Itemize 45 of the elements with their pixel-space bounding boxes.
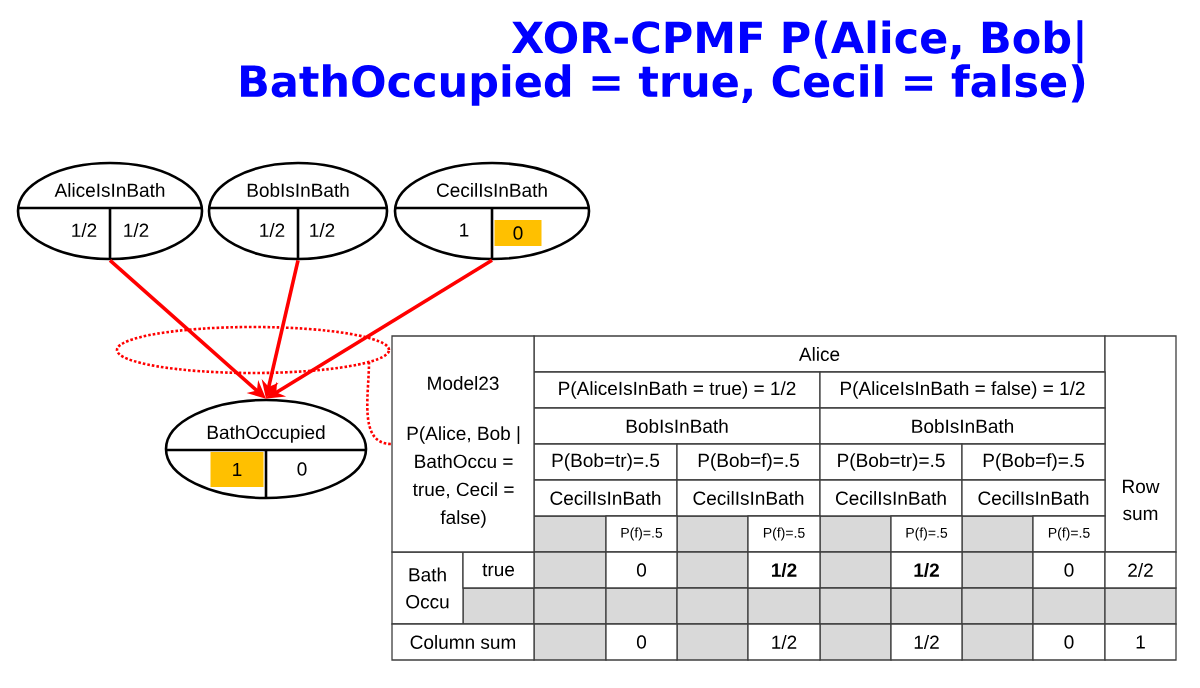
probability-value: 0	[494, 220, 542, 246]
table-cell: P(Bob=tr)=.5	[819, 443, 963, 481]
table-cell: BobIsInBath	[533, 407, 821, 445]
cell-heading: Model23	[428, 376, 499, 390]
table-cell: CecilIsInBath	[819, 479, 963, 517]
variable-name: AliceIsInBath	[54, 183, 165, 197]
probability-value: 1	[210, 452, 264, 487]
probability-value: 1	[460, 223, 469, 237]
table-cell: 1/2	[890, 623, 963, 661]
table-cell: P(f)=.5	[605, 515, 678, 553]
table-cell: P(f)=.5	[1032, 515, 1106, 553]
probability-value: 1/2	[260, 223, 285, 237]
table-cell: Column sum	[391, 623, 535, 661]
table-cell: P(Bob=f)=.5	[676, 443, 821, 481]
title: XOR-CPMF P(Alice, Bob| BathOccupied = true, Cecil = false)	[241, 20, 1085, 106]
probability-value: 1/2	[72, 223, 97, 237]
table-cell: P(f)=.5	[747, 515, 821, 553]
table-cell: CecilIsInBath	[676, 479, 821, 517]
table-cell: 1/2	[747, 623, 821, 661]
table-cell: true	[462, 551, 535, 589]
table-cell: Alice	[533, 335, 1106, 373]
probability-value: 1/2	[124, 223, 149, 237]
cell-text: P(Alice, Bob | BathOccu = true, Cecil = false)	[407, 426, 520, 528]
variable-name: CecilIsInBath	[437, 183, 547, 197]
table-cell: CecilIsInBath	[533, 479, 678, 517]
table-cell: 1/2	[890, 551, 963, 589]
table-cell: P(Bob=tr)=.5	[533, 443, 678, 481]
table-cell: 0	[1032, 551, 1106, 589]
table-cell: Bath Occu	[391, 551, 464, 625]
table-cell: 1	[1104, 623, 1177, 661]
variable-name: BobIsInBath	[247, 183, 349, 197]
table-cell: 0	[605, 551, 678, 589]
probability-value: 0	[297, 462, 307, 476]
table-cell: CecilIsInBath	[961, 479, 1106, 517]
table-cell: 0	[605, 623, 678, 661]
table-cell: P(f)=.5	[890, 515, 963, 553]
table-cell: P(Bob=f)=.5	[961, 443, 1106, 481]
table-cell: P(AliceIsInBath = false) = 1/2	[819, 371, 1106, 409]
probability-value: 1/2	[310, 223, 335, 237]
table-cell: BobIsInBath	[819, 407, 1106, 445]
table-cell: P(AliceIsInBath = true) = 1/2	[533, 371, 821, 409]
table-cell: 2/2	[1104, 551, 1177, 589]
variable-name: BathOccupied	[207, 425, 325, 443]
table-cell: 1/2	[747, 551, 821, 589]
table-cell: 0	[1032, 623, 1106, 661]
